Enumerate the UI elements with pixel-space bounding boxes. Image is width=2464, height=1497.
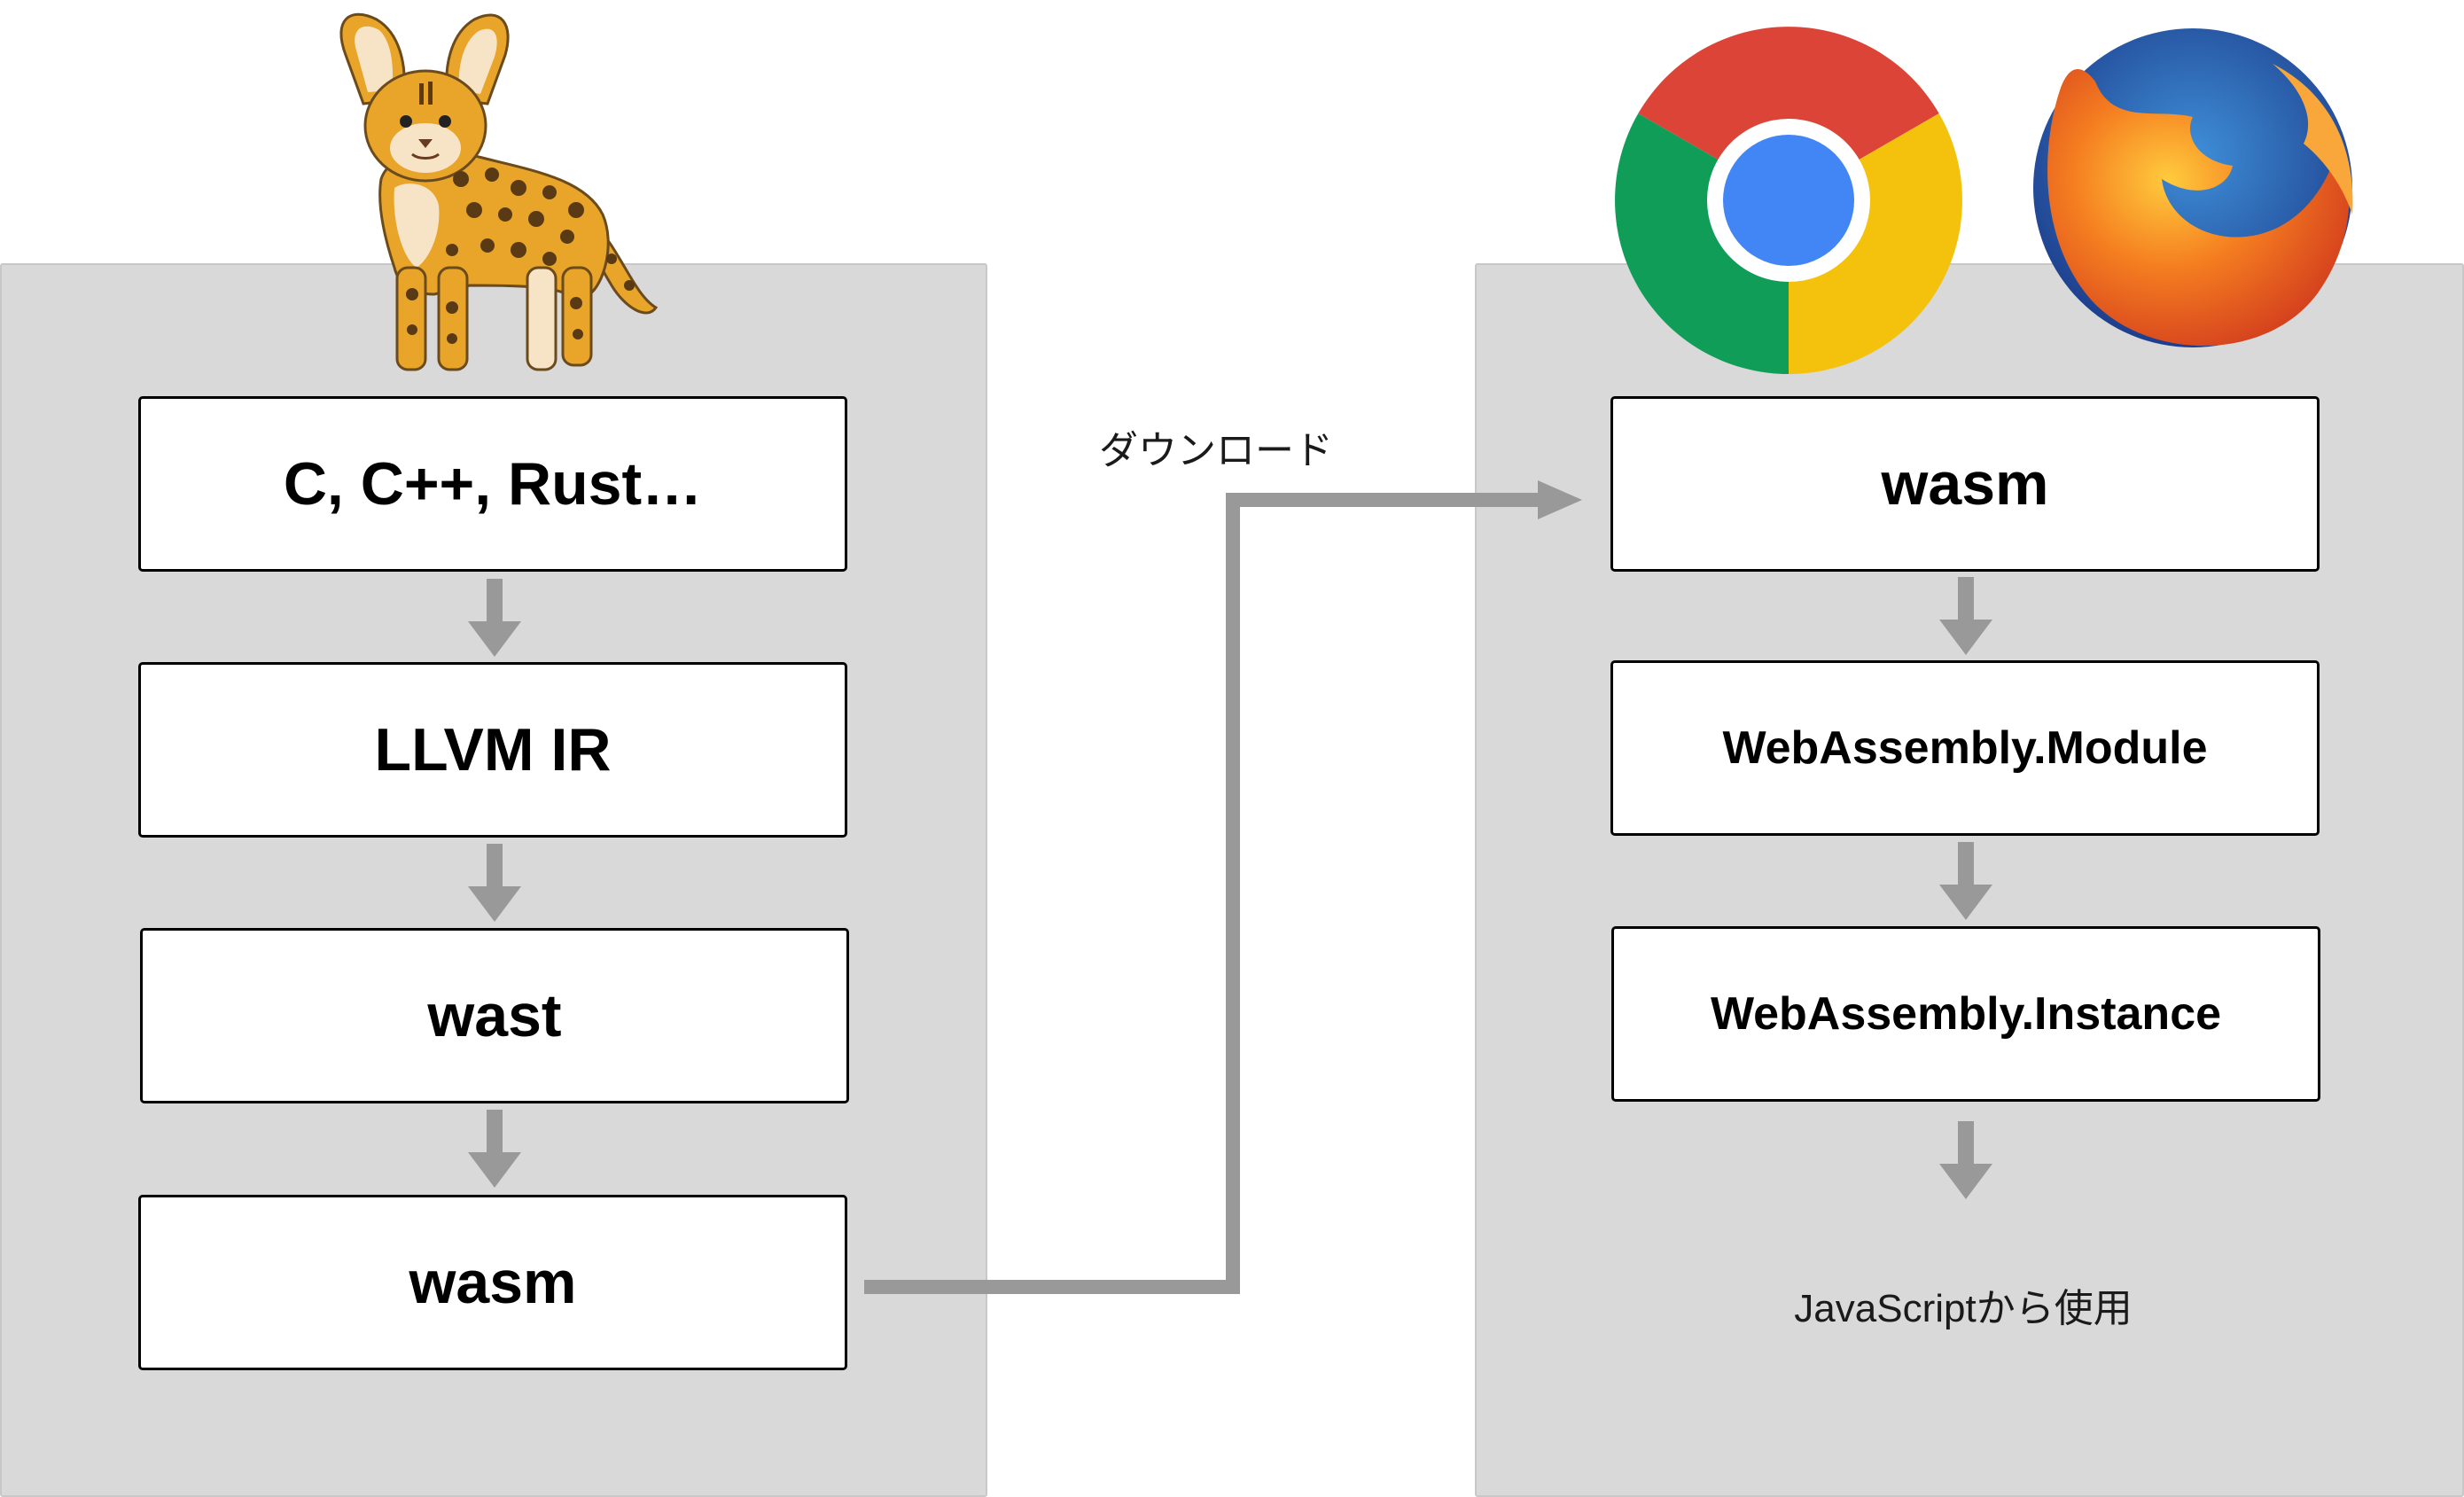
arrow-down-icon — [468, 579, 521, 657]
arrow-down-icon — [1939, 1121, 1992, 1199]
javascript-usage-label: JavaScriptから使用 — [1794, 1287, 2133, 1330]
arrow-down-icon — [468, 1110, 521, 1188]
webassembly-module-box: WebAssembly.Module — [1610, 660, 2320, 836]
wasm-input-box: wasm — [1610, 396, 2320, 572]
firefox-logo-icon — [2033, 28, 2353, 347]
download-label: ダウンロード — [1099, 429, 1333, 472]
arrow-down-icon — [1939, 577, 1992, 655]
wasm-output-box: wasm — [138, 1195, 847, 1370]
webassembly-instance-box: WebAssembly.Instance — [1611, 926, 2320, 1102]
chrome-logo-icon — [1615, 27, 1962, 374]
wast-box: wast — [140, 928, 849, 1103]
llvm-ir-box: LLVM IR — [138, 662, 847, 838]
arrow-down-icon — [1939, 842, 1992, 920]
source-languages-box: C, C++, Rust… — [138, 396, 847, 572]
arrow-down-icon — [468, 844, 521, 922]
serval-cat-illustration — [339, 12, 659, 371]
